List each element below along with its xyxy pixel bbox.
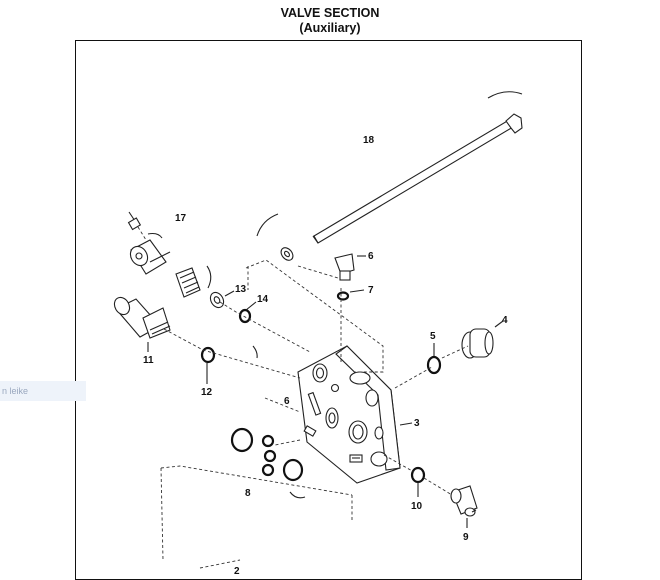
callout-13: 13	[235, 284, 247, 295]
part-18-rod	[312, 91, 523, 244]
part-17-relief-assembly	[127, 211, 225, 309]
watermark-text: n leike	[0, 381, 86, 401]
part-9-fitting	[450, 485, 478, 517]
part-14-oring	[238, 308, 252, 324]
callout-9: 9	[463, 532, 469, 543]
part-5-oring	[426, 355, 442, 375]
assembly-dashed-lines	[160, 259, 469, 569]
leader-lines	[147, 255, 468, 528]
callout-8: 8	[245, 488, 251, 499]
callout-2: 2	[234, 566, 240, 574]
callout-10: 10	[411, 501, 423, 512]
part-4-plug	[461, 320, 504, 359]
part-8-oring-set	[230, 427, 306, 499]
callout-5: 5	[430, 331, 436, 342]
callout-7: 7	[368, 285, 374, 296]
callout-11: 11	[143, 355, 154, 366]
callout-14: 14	[257, 294, 269, 305]
diagram-title: VALVE SECTION	[280, 6, 380, 20]
callout-6-upper: 6	[368, 251, 374, 262]
callout-4: 4	[502, 315, 508, 326]
diagram-subtitle: (Auxiliary)	[299, 21, 361, 35]
part-6-upper-fitting	[256, 213, 355, 301]
callout-17: 17	[175, 213, 187, 224]
part-3-valve-body	[297, 345, 401, 484]
callout-3: 3	[414, 418, 420, 429]
callout-12: 12	[201, 387, 213, 398]
arc-mark	[252, 345, 258, 359]
part-10-oring	[410, 466, 426, 484]
part-11-cartridge	[113, 296, 171, 339]
callout-18: 18	[363, 135, 375, 146]
part-12-oring	[200, 346, 216, 364]
callout-6-lower: 6	[284, 396, 290, 407]
